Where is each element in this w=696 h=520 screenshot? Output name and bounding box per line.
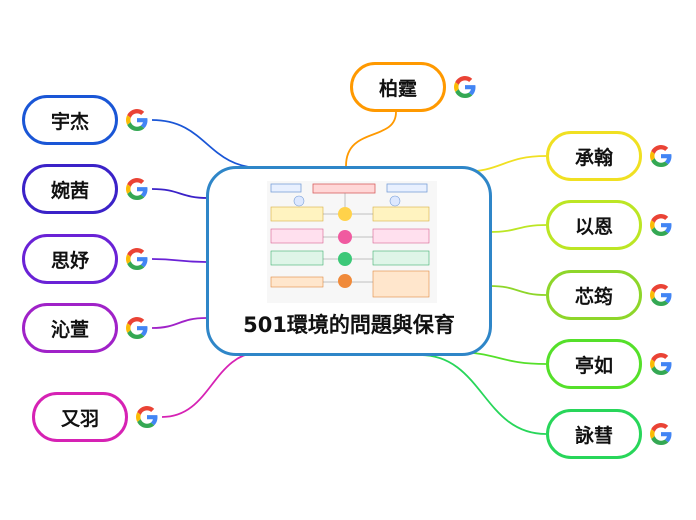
google-icon[interactable] xyxy=(136,406,158,428)
central-topic-title: 501環境的問題與保育 xyxy=(243,313,455,337)
link-yujie xyxy=(151,119,263,169)
link-xinyun xyxy=(489,285,547,296)
topic-node-chenghan[interactable]: 承翰 xyxy=(546,131,642,181)
topic-node-yien[interactable]: 以恩 xyxy=(546,200,642,250)
google-icon[interactable] xyxy=(126,248,148,270)
google-icon[interactable] xyxy=(650,353,672,375)
google-icon[interactable] xyxy=(650,145,672,167)
topic-node-siyu[interactable]: 思妤 xyxy=(22,234,118,284)
google-icon[interactable] xyxy=(126,178,148,200)
link-yonghui xyxy=(419,354,547,435)
google-icon[interactable] xyxy=(650,423,672,445)
topic-node-wanqian[interactable]: 婉茜 xyxy=(22,164,118,214)
google-icon[interactable] xyxy=(126,317,148,339)
link-wanqian xyxy=(151,188,209,199)
link-yien xyxy=(489,224,547,233)
topic-node-youyu[interactable]: 又羽 xyxy=(32,392,128,442)
topic-node-qinxuan[interactable]: 沁萱 xyxy=(22,303,118,353)
central-topic[interactable]: 501環境的問題與保育 xyxy=(206,166,492,356)
link-siyu xyxy=(151,258,207,263)
link-youyu xyxy=(161,351,263,418)
topic-node-yonghui[interactable]: 詠彗 xyxy=(546,409,642,459)
link-boting xyxy=(345,111,397,167)
topic-node-yujie[interactable]: 宇杰 xyxy=(22,95,118,145)
google-icon[interactable] xyxy=(126,109,148,131)
topic-node-xinyun[interactable]: 芯筠 xyxy=(546,270,642,320)
embedded-image-thumbnail xyxy=(267,181,437,303)
google-icon[interactable] xyxy=(650,284,672,306)
link-qinxuan xyxy=(151,317,207,329)
topic-node-boting[interactable]: 柏霆 xyxy=(350,62,446,112)
topic-node-tingru[interactable]: 亭如 xyxy=(546,339,642,389)
google-icon[interactable] xyxy=(650,214,672,236)
google-icon[interactable] xyxy=(454,76,476,98)
